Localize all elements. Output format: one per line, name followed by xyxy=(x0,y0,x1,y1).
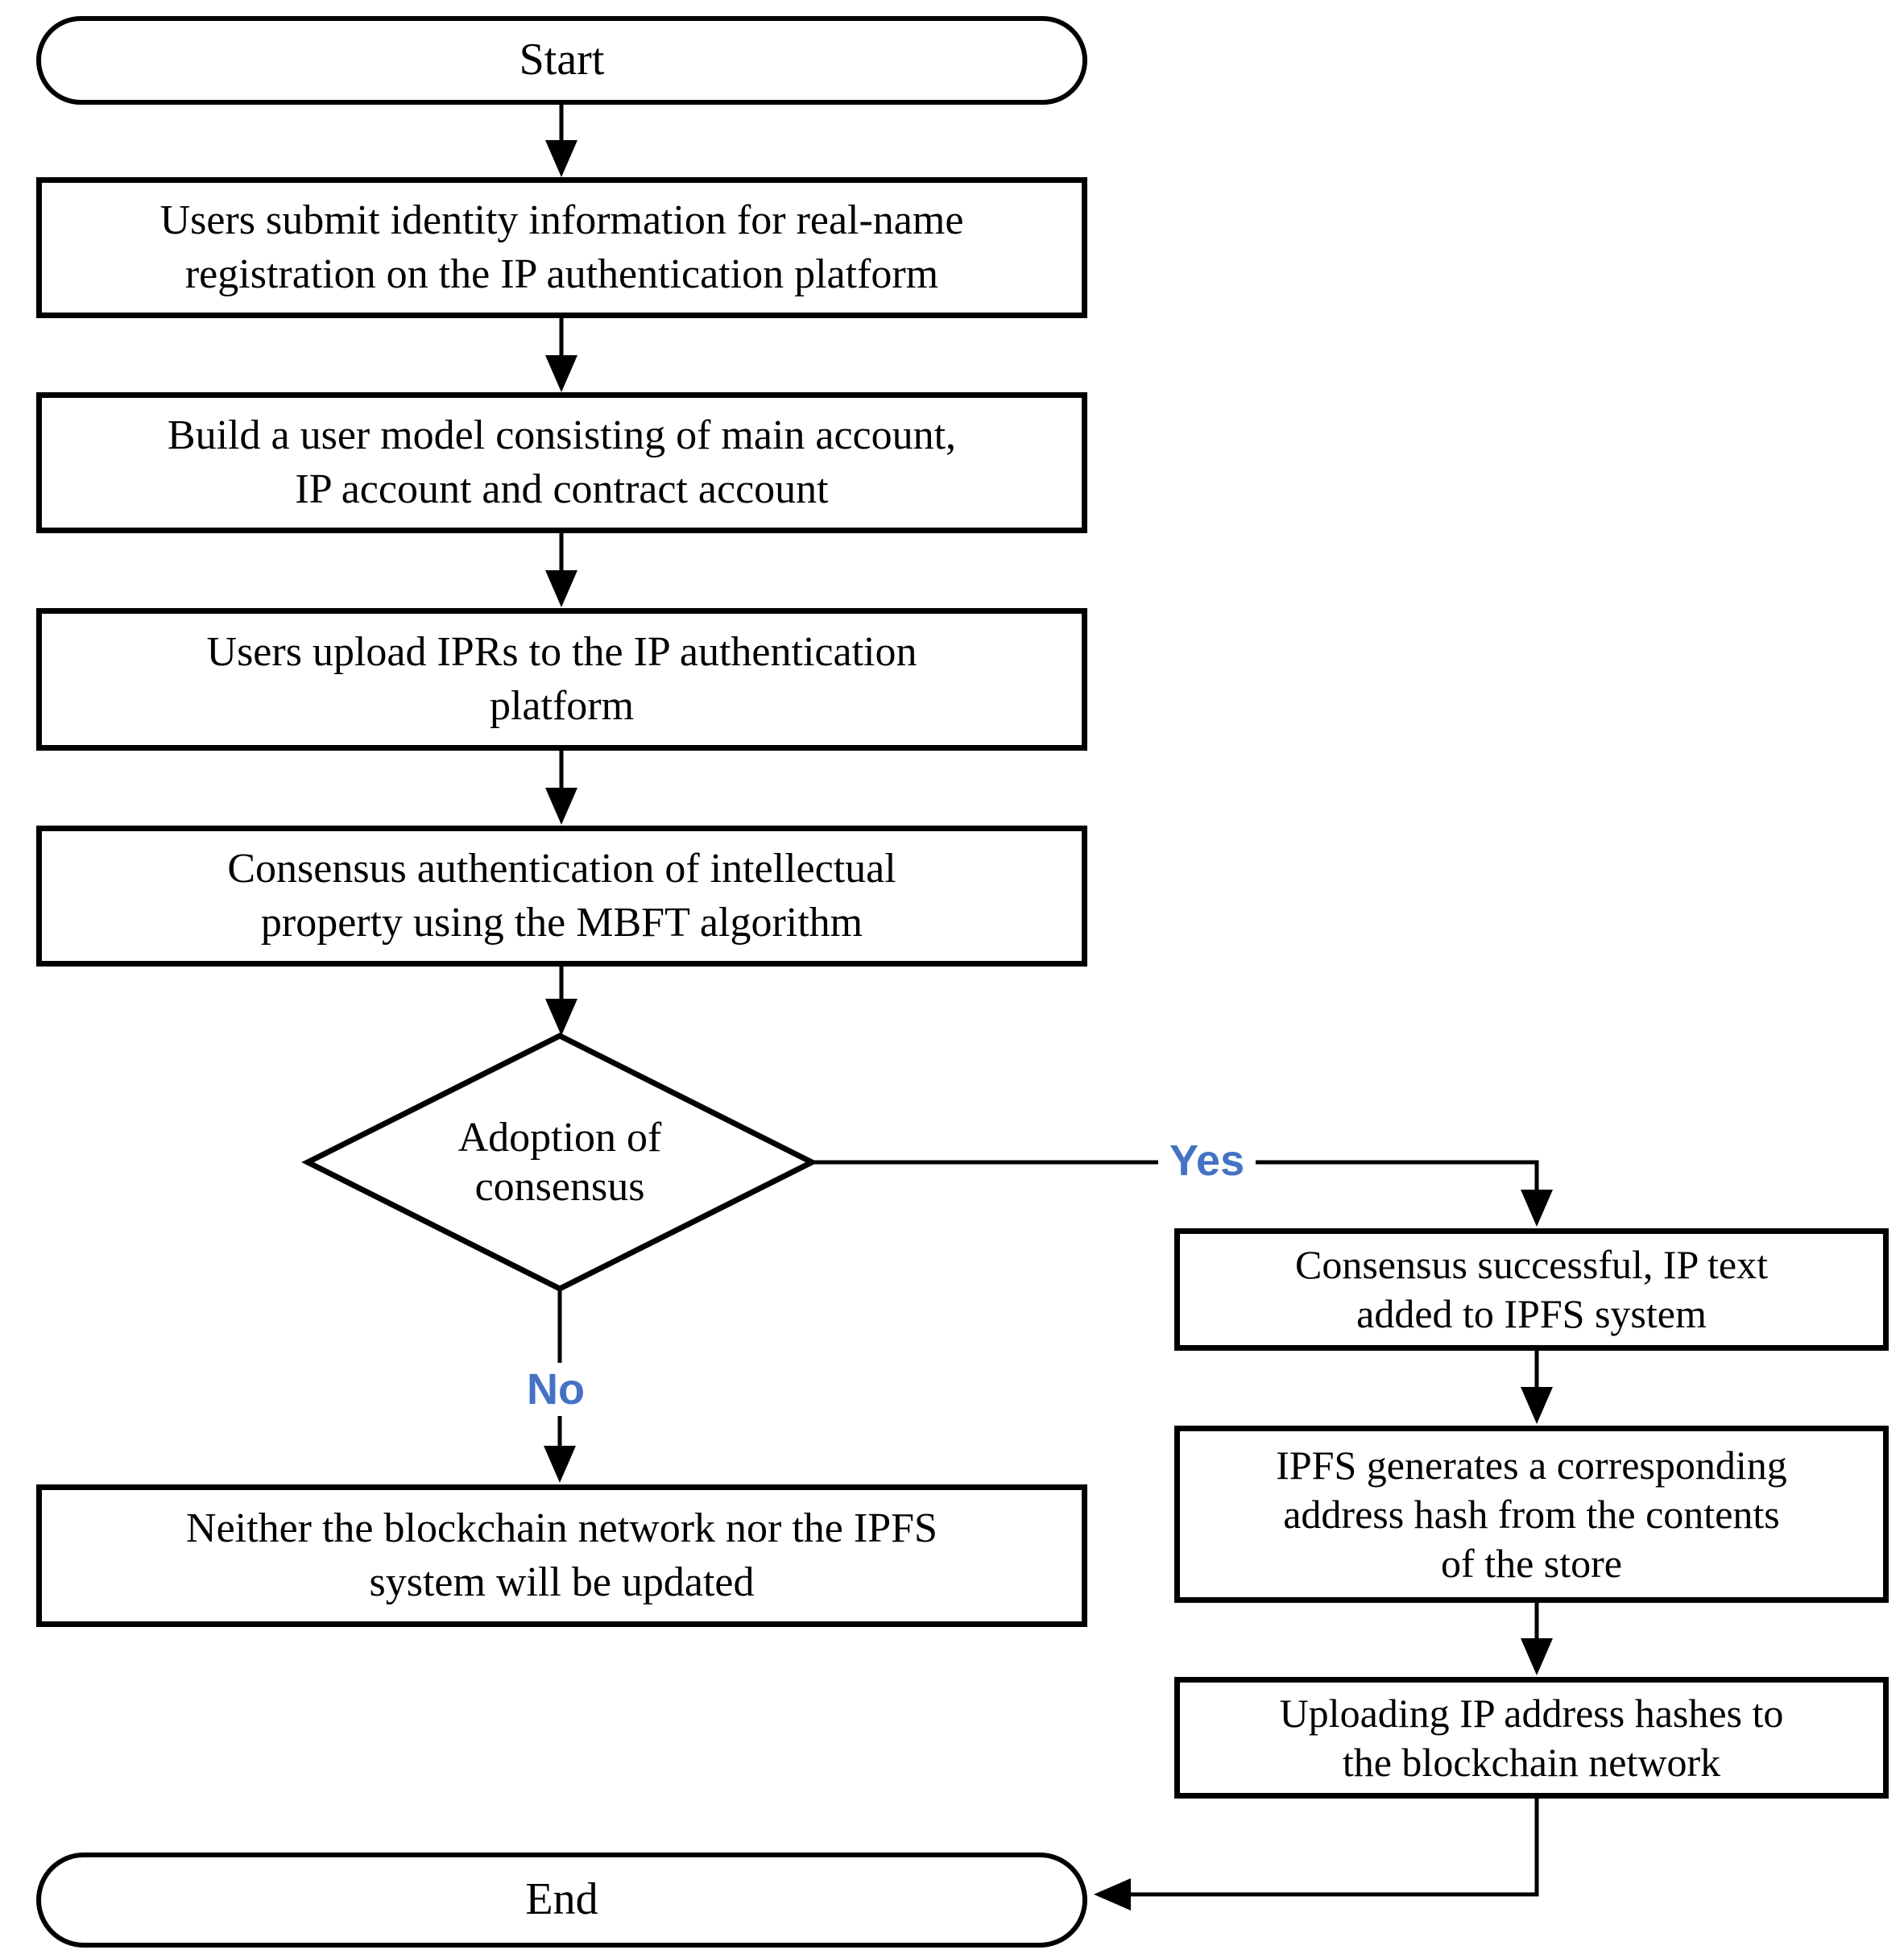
node-adoption-decision: Adoption of consensus xyxy=(308,1036,812,1289)
arrow-uploadhash-to-end xyxy=(1131,1799,1539,1897)
node-build-user-model-line2: IP account and contract account xyxy=(295,466,829,512)
node-ipfs-hash-line2: address hash from the contents xyxy=(1283,1491,1780,1537)
node-submit-identity: Users submit identity information for re… xyxy=(36,177,1087,318)
node-no-update-line1: Neither the blockchain network nor the I… xyxy=(186,1505,938,1551)
node-build-user-model-line1: Build a user model consisting of main ac… xyxy=(167,412,957,458)
node-submit-identity-line1: Users submit identity information for re… xyxy=(159,197,964,243)
node-end: End xyxy=(36,1853,1087,1948)
branch-label-no: No xyxy=(515,1363,596,1416)
node-consensus-auth-line1: Consensus authentication of intellectual xyxy=(227,845,896,892)
node-start-label: Start xyxy=(519,35,605,85)
node-ipfs-hash-line1: IPFS generates a corresponding xyxy=(1276,1442,1787,1488)
node-consensus-success-line1: Consensus successful, IP text xyxy=(1295,1242,1768,1287)
node-upload-iprs-line1: Users upload IPRs to the IP authenticati… xyxy=(206,628,917,675)
node-upload-iprs-line2: platform xyxy=(489,682,635,729)
node-upload-hash-line2: the blockchain network xyxy=(1342,1739,1721,1785)
node-consensus-auth: Consensus authentication of intellectual… xyxy=(36,826,1087,967)
node-consensus-auth-line2: property using the MBFT algorithm xyxy=(260,899,863,946)
node-no-update-line2: system will be updated xyxy=(369,1559,755,1605)
node-no-update: Neither the blockchain network nor the I… xyxy=(36,1484,1087,1627)
node-start: Start xyxy=(36,16,1087,105)
node-ipfs-hash: IPFS generates a corresponding address h… xyxy=(1174,1426,1889,1603)
node-upload-hash: Uploading IP address hashes to the block… xyxy=(1174,1677,1889,1799)
node-consensus-success-line2: added to IPFS system xyxy=(1356,1291,1707,1336)
node-consensus-success: Consensus successful, IP text added to I… xyxy=(1174,1228,1889,1351)
node-submit-identity-line2: registration on the IP authentication pl… xyxy=(184,250,939,297)
node-adoption-decision-line2: consensus xyxy=(474,1164,645,1210)
node-upload-iprs: Users upload IPRs to the IP authenticati… xyxy=(36,608,1087,751)
node-end-label: End xyxy=(525,1874,598,1925)
node-ipfs-hash-line3: of the store xyxy=(1441,1540,1622,1586)
node-upload-hash-line1: Uploading IP address hashes to xyxy=(1279,1690,1784,1736)
node-build-user-model: Build a user model consisting of main ac… xyxy=(36,392,1087,533)
node-adoption-decision-line1: Adoption of xyxy=(457,1114,662,1161)
branch-label-yes: Yes xyxy=(1158,1134,1256,1187)
